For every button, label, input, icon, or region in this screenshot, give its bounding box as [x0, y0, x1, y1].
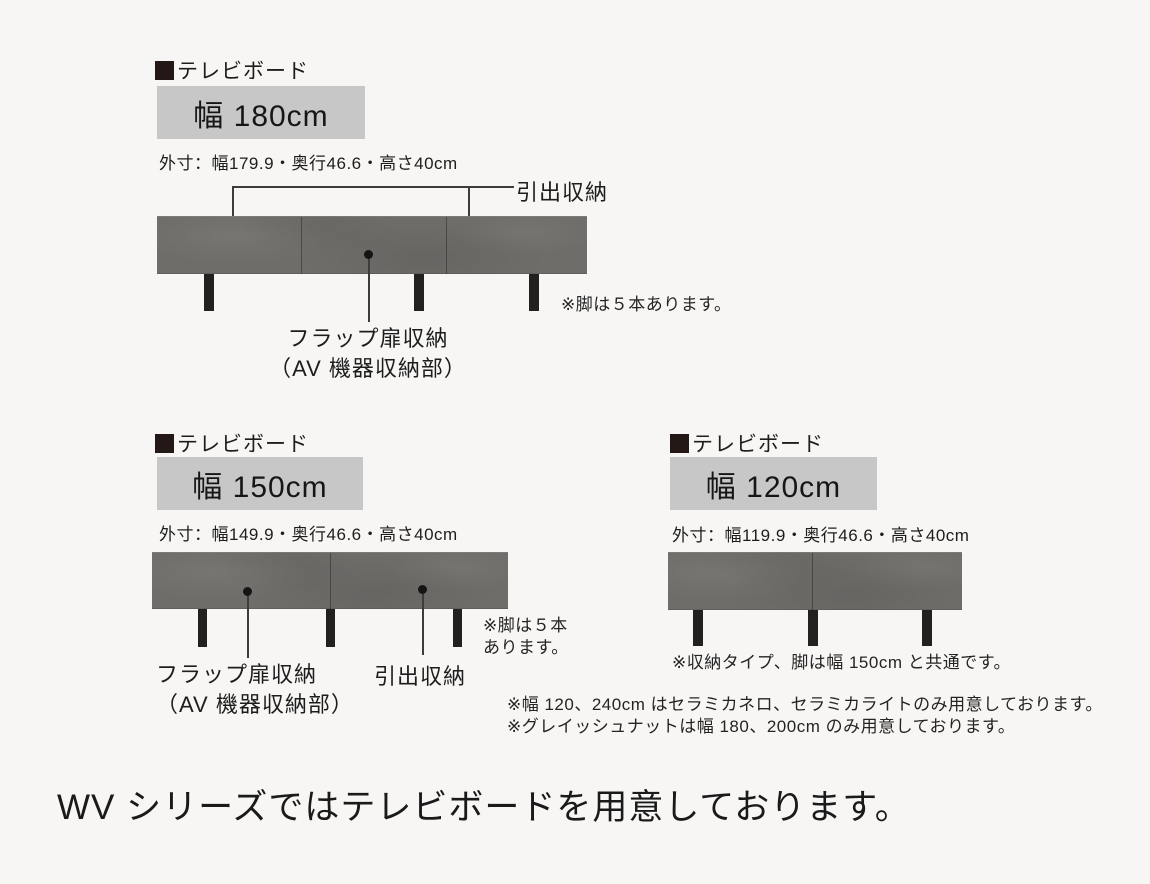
drawer-storage-label-150: 引出収納	[374, 664, 467, 689]
panel-divider	[301, 217, 302, 274]
size-label-120: 幅 120cm	[670, 457, 877, 510]
callout-line-drawer-150	[422, 594, 424, 655]
board-leg	[529, 274, 539, 311]
board-leg	[414, 274, 424, 311]
square-bullet-icon	[670, 433, 689, 453]
outer-dimensions-180: 外寸：幅179.9・奥行46.6・高さ40cm	[159, 154, 458, 173]
legs-note-180: ※脚は５本あります。	[561, 295, 732, 314]
series-footer-title: WV シリーズではテレビボードを用意しております。	[57, 788, 911, 827]
board-leg	[204, 274, 214, 311]
section-150-header-label: テレビボード	[177, 433, 309, 456]
size-label-150: 幅 150cm	[157, 457, 363, 510]
board-leg	[693, 610, 703, 646]
section-120-header-label: テレビボード	[692, 433, 824, 456]
callout-dot-center-180	[364, 250, 373, 259]
flap-storage-label-150: フラップ扉収納 （AV 機器収納部）	[156, 662, 354, 717]
panel-divider	[330, 553, 331, 609]
outer-dimensions-150: 外寸：幅149.9・奥行46.6・高さ40cm	[159, 525, 458, 544]
board-leg	[326, 609, 335, 647]
footnote-grayish-walnut: ※グレイッシュナットは幅 180、200cm のみ用意しております。	[507, 717, 1016, 736]
board-leg	[922, 610, 932, 646]
section-120-header: テレビボード	[670, 428, 824, 458]
square-bullet-icon	[155, 433, 174, 453]
callout-line-horizontal-180	[233, 186, 514, 188]
size-label-180-text: 幅 180cm	[193, 99, 329, 133]
flap-storage-label-180: フラップ扉収納 （AV 機器収納部）	[269, 326, 467, 381]
common-legs-note-120: ※収納タイプ、脚は幅 150cm と共通です。	[672, 653, 1012, 672]
section-150-header: テレビボード	[155, 428, 309, 458]
board-leg	[808, 610, 818, 646]
panel-divider	[446, 217, 447, 274]
tv-board-120-front	[668, 552, 962, 610]
section-180-header-label: テレビボード	[177, 60, 309, 83]
callout-line-right-180	[468, 186, 470, 229]
size-label-180: 幅 180cm	[157, 86, 365, 139]
tv-board-180-front	[157, 216, 587, 274]
drawer-storage-label-180: 引出収納	[516, 180, 609, 205]
size-label-120-text: 幅 120cm	[705, 470, 842, 504]
callout-dot-flap-150	[243, 587, 252, 596]
board-leg	[198, 609, 207, 647]
outer-dimensions-120: 外寸：幅119.9・奥行46.6・高さ40cm	[672, 526, 970, 545]
callout-line-left-180	[232, 186, 234, 229]
board-leg	[453, 609, 462, 647]
footnote-ceramic-colors: ※幅 120、240cm はセラミカネロ、セラミカライトのみ用意しております。	[507, 695, 1103, 714]
size-label-150-text: 幅 150cm	[192, 470, 328, 504]
callout-line-flap-150	[247, 596, 249, 658]
callout-dot-drawer-150	[418, 585, 427, 594]
tv-board-150-front	[152, 552, 508, 609]
panel-divider	[812, 553, 813, 610]
square-bullet-icon	[155, 60, 174, 80]
section-180-header: テレビボード	[155, 55, 309, 85]
callout-line-center-180	[368, 259, 370, 322]
legs-note-150: ※脚は５本 あります。	[483, 616, 569, 657]
